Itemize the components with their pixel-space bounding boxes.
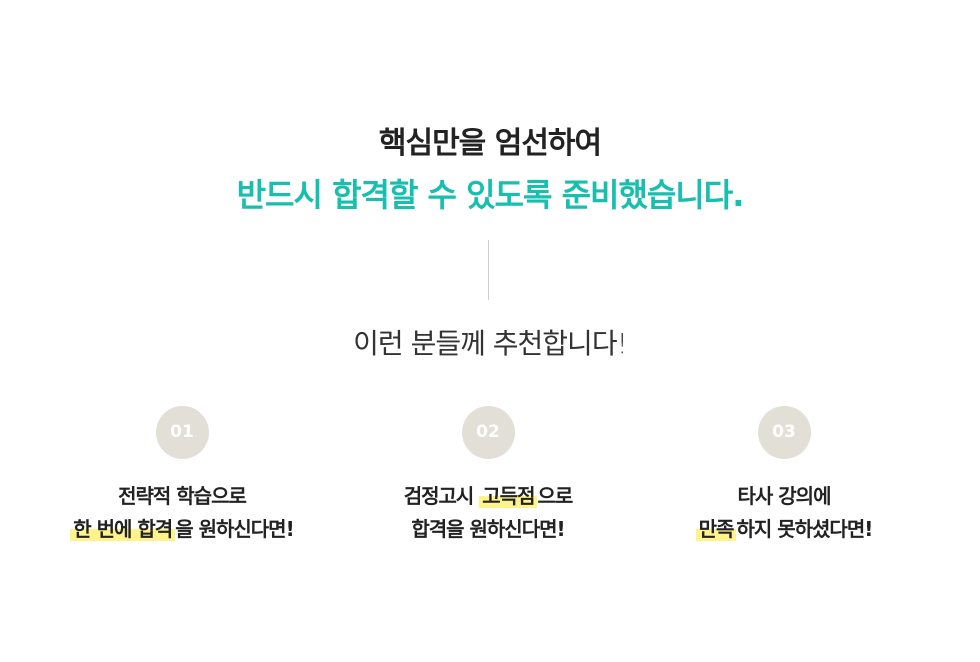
number-badge: 01 bbox=[155, 406, 209, 459]
highlight-text: 만족 bbox=[695, 517, 737, 541]
text: 타사 강의에 bbox=[737, 484, 832, 508]
item-line-2: 합격을 원하신다면! bbox=[338, 513, 638, 546]
number-badge: 03 bbox=[757, 406, 811, 459]
item-line-1: 전략적 학습으로 bbox=[32, 480, 332, 513]
vertical-divider bbox=[488, 240, 489, 300]
heading-line-2: 반드시 합격할 수 있도록 준비했습니다. bbox=[236, 176, 745, 214]
highlight-text: 고득점 bbox=[479, 484, 538, 508]
highlight-text: 한 번에 합격 bbox=[70, 517, 176, 541]
text: 을 원하신다면! bbox=[175, 517, 294, 541]
text: 전략적 학습으로 bbox=[118, 484, 247, 508]
text: 하지 못하셨다면! bbox=[736, 517, 873, 541]
text: 으로 bbox=[537, 484, 573, 508]
item-line-1: 타사 강의에 bbox=[634, 480, 934, 513]
subheading: 이런 분들께 추천합니다! bbox=[353, 327, 628, 360]
heading-line-1: 핵심만을 엄선하여 bbox=[378, 126, 602, 161]
text: 합격을 원하신다면! bbox=[411, 517, 565, 541]
text: 검정고시 bbox=[403, 484, 480, 508]
number-badge: 02 bbox=[461, 406, 515, 459]
